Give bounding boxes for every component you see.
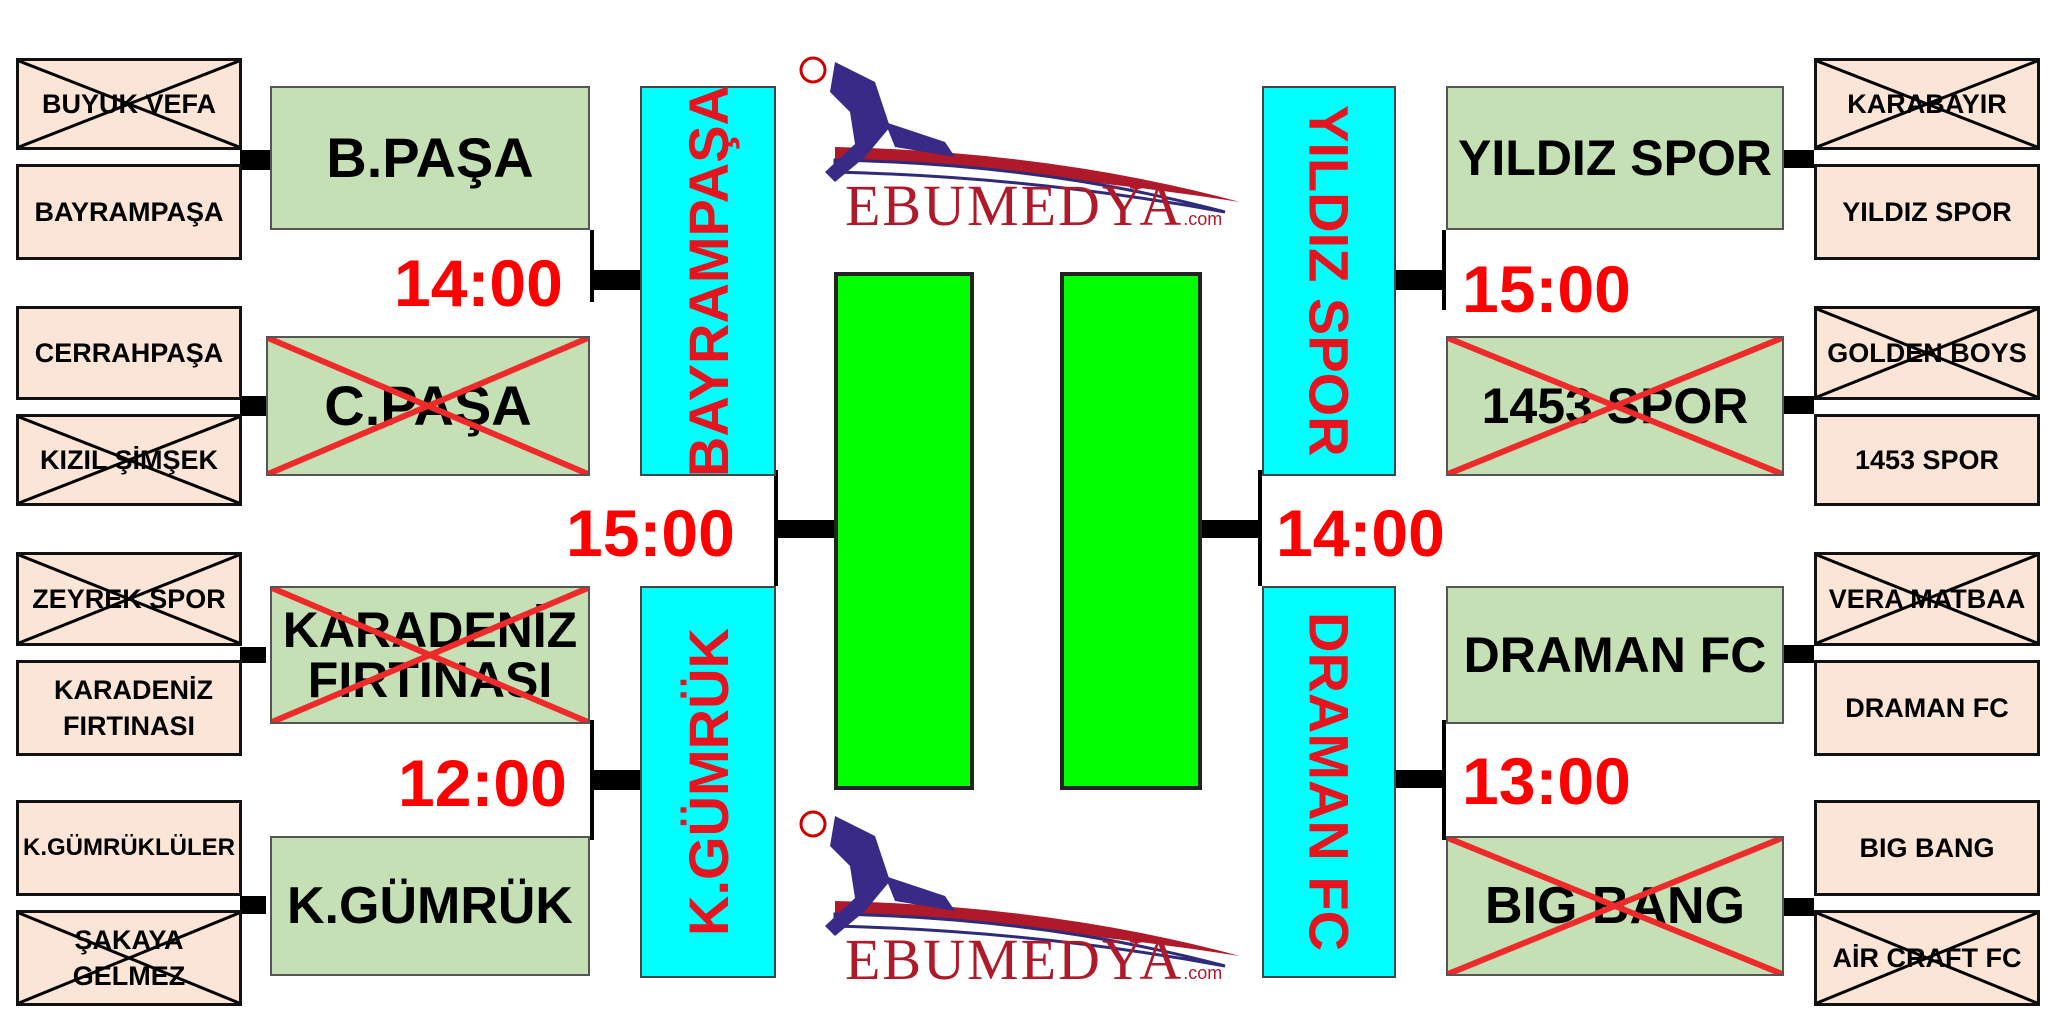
team-name: BAYRAMPAŞA bbox=[34, 196, 224, 227]
connector-line bbox=[1396, 270, 1446, 290]
team-box-round2: B.PAŞA bbox=[270, 86, 590, 230]
logo-emblem-icon bbox=[799, 56, 1240, 214]
team-box-round1: KARADENİZ FIRTINASI bbox=[16, 660, 242, 756]
team-box-round3: BAYRAMPAŞA bbox=[640, 84, 776, 478]
team-box-round3: K.GÜMRÜK bbox=[640, 586, 776, 978]
match-time: 14:00 bbox=[394, 246, 563, 320]
logo-text: EBUMEDYA.com bbox=[845, 927, 1223, 992]
final-box-left bbox=[834, 272, 974, 790]
match-time: 12:00 bbox=[398, 746, 567, 820]
final-box-right bbox=[1060, 272, 1202, 790]
logo-emblem-icon bbox=[799, 810, 1240, 968]
match-time: 15:00 bbox=[566, 496, 735, 570]
team-box-round1: BUYUK VEFA bbox=[16, 58, 242, 150]
match-time: 14:00 bbox=[1276, 496, 1445, 570]
connector-line bbox=[1784, 645, 1814, 663]
team-name: GOLDEN BOYS bbox=[1827, 337, 2027, 368]
team-name: K.GÜMRÜK bbox=[287, 877, 573, 935]
team-name: YILDIZ SPOR bbox=[1297, 105, 1361, 457]
team-name: BUYUK VEFA bbox=[41, 88, 217, 119]
connector-line bbox=[1784, 898, 1814, 916]
team-name: 1453 SPOR bbox=[1481, 378, 1749, 434]
team-name: CERRAHPAŞA bbox=[34, 337, 224, 368]
connector-line bbox=[590, 270, 640, 290]
team-box-round2: C.PAŞA bbox=[266, 336, 590, 476]
team-box-round1: KARABAYIR bbox=[1814, 58, 2040, 150]
team-box-round3: DRAMAN FC bbox=[1262, 586, 1396, 978]
team-name: B.PAŞA bbox=[326, 126, 534, 189]
connector-line bbox=[240, 647, 266, 663]
team-name: YILDIZ SPOR bbox=[1458, 130, 1772, 186]
team-name: AİR CRAFT FC bbox=[1832, 942, 2022, 973]
team-box-round1: 1453 SPOR bbox=[1814, 414, 2040, 506]
connector-line bbox=[1396, 770, 1446, 788]
match-time: 13:00 bbox=[1462, 744, 1631, 818]
connector-line bbox=[1784, 396, 1814, 414]
logo-text: EBUMEDYA.com bbox=[845, 173, 1223, 238]
connector-line bbox=[240, 396, 266, 416]
team-name: KIZIL ŞİMŞEK bbox=[39, 444, 219, 475]
connector-line bbox=[590, 770, 640, 790]
team-box-round1: BIG BANG bbox=[1814, 800, 2040, 896]
team-box-round1: VERA MATBAA bbox=[1814, 552, 2040, 646]
team-box-round1: AİR CRAFT FC bbox=[1814, 910, 2040, 1006]
team-name: BAYRAMPAŞA bbox=[676, 84, 740, 478]
connector-line bbox=[1442, 720, 1446, 840]
team-box-round1: ŞAKAYA GELMEZ bbox=[16, 910, 242, 1006]
team-name: C.PAŞA bbox=[324, 374, 532, 437]
connector-line bbox=[240, 150, 270, 170]
team-box-round2: KARADENİZ FIRTINASI bbox=[270, 586, 590, 724]
team-box-round1: CERRAHPAŞA bbox=[16, 306, 242, 400]
connector-line bbox=[590, 230, 594, 302]
connector-line bbox=[774, 520, 834, 538]
team-name: YILDIZ SPOR bbox=[1842, 196, 2012, 227]
team-name: KARABAYIR bbox=[1847, 88, 2007, 119]
team-name: KARADENİZ FIRTINASI bbox=[282, 602, 578, 708]
connector-line bbox=[1784, 150, 1814, 168]
team-box-round2: K.GÜMRÜK bbox=[270, 836, 590, 976]
team-box-round1: ZEYREK SPOR bbox=[16, 552, 242, 646]
team-box-round1: K.GÜMRÜKLÜLER bbox=[16, 800, 242, 896]
team-name: BIG BANG bbox=[1859, 832, 1995, 863]
connector-line bbox=[1258, 470, 1262, 586]
team-box-round3: YILDIZ SPOR bbox=[1262, 86, 1396, 476]
team-box-round2: YILDIZ SPOR bbox=[1446, 86, 1784, 230]
connector-line bbox=[240, 896, 266, 914]
team-name: DRAMAN FC bbox=[1297, 612, 1361, 952]
team-box-round1: GOLDEN BOYS bbox=[1814, 306, 2040, 400]
team-name: KARADENİZ FIRTINASI bbox=[54, 674, 213, 741]
team-name: DRAMAN FC bbox=[1845, 692, 2009, 723]
team-name: VERA MATBAA bbox=[1828, 583, 2026, 614]
team-name: ZEYREK SPOR bbox=[32, 583, 226, 614]
team-name: BIG BANG bbox=[1485, 877, 1745, 935]
logo-top: EBUMEDYA.com bbox=[795, 52, 1245, 242]
team-name: K.GÜMRÜKLÜLER bbox=[23, 833, 235, 861]
team-box-round1: BAYRAMPAŞA bbox=[16, 164, 242, 260]
team-box-round2: DRAMAN FC bbox=[1446, 586, 1784, 724]
connector-line bbox=[1202, 520, 1262, 538]
team-box-round1: DRAMAN FC bbox=[1814, 660, 2040, 756]
logo-bottom: EBUMEDYA.com bbox=[795, 806, 1245, 996]
match-time: 15:00 bbox=[1462, 252, 1631, 326]
team-box-round1: YILDIZ SPOR bbox=[1814, 164, 2040, 260]
team-name: K.GÜMRÜK bbox=[676, 628, 740, 936]
team-name: DRAMAN FC bbox=[1463, 627, 1767, 683]
team-box-round2: 1453 SPOR bbox=[1446, 336, 1784, 476]
team-name: 1453 SPOR bbox=[1854, 444, 2000, 475]
connector-line bbox=[1442, 230, 1446, 310]
team-box-round1: KIZIL ŞİMŞEK bbox=[16, 414, 242, 506]
team-name: ŞAKAYA GELMEZ bbox=[72, 924, 186, 991]
team-box-round2: BIG BANG bbox=[1446, 836, 1784, 976]
